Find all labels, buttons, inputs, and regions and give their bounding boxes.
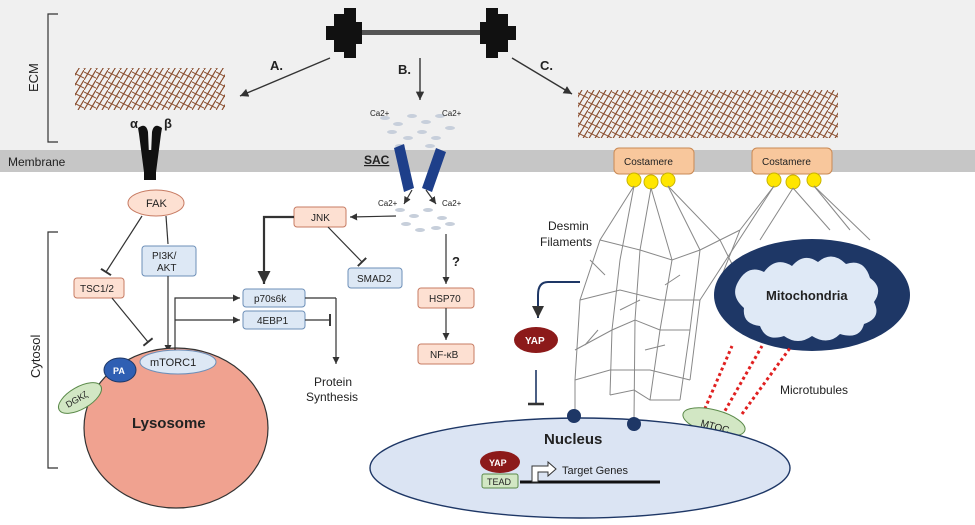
desmin-network <box>574 185 871 421</box>
tsc-box <box>73 277 125 299</box>
yap-nuclear <box>480 451 520 473</box>
sac-flow-right <box>425 189 437 205</box>
desmin-label-1: Desmin <box>548 219 589 233</box>
p70s6k-label: p70s6k <box>254 294 287 305</box>
lysosome <box>83 347 269 509</box>
nfkb-label: NF-κB <box>430 350 459 361</box>
mitochondria <box>714 239 910 351</box>
question-mark: ? <box>452 254 460 269</box>
ca-label-bottom-left: Ca2+ <box>378 199 398 208</box>
jnk-label: JNK <box>311 213 330 224</box>
pi3k-label-2: AKT <box>157 263 176 274</box>
nucleus-label: Nucleus <box>544 431 602 448</box>
smad2-box <box>347 267 403 289</box>
microtubules <box>698 345 792 421</box>
pi3k-label-1: PI3K/ <box>152 251 177 262</box>
label-a: A. <box>270 58 283 73</box>
calcium-cloud-bottom <box>395 208 455 232</box>
costamere-right <box>751 147 833 175</box>
sac-flow-left <box>403 189 413 205</box>
cytosol-bracket <box>47 231 58 469</box>
ecm-fibers-right <box>578 90 838 138</box>
smad2-label: SMAD2 <box>357 274 392 285</box>
yap-cytosolic-label: YAP <box>525 336 545 347</box>
hsp70-label: HSP70 <box>429 294 461 305</box>
costamere-right-label: Costamere <box>762 157 811 168</box>
target-genes-label: Target Genes <box>562 465 629 477</box>
ecm-fibers-left <box>75 68 225 110</box>
tsc-to-mtorc1 <box>111 297 154 347</box>
ca-to-jnk <box>349 213 397 221</box>
ca-label-top-left: Ca2+ <box>370 109 390 118</box>
integrin-receptor <box>138 125 162 180</box>
sac-label: SAC <box>364 153 390 167</box>
yap-nuclear-label: YAP <box>489 458 507 468</box>
label-c: C. <box>540 58 553 73</box>
mtorc1-label: mTORC1 <box>150 357 196 369</box>
ca-label-top-right: Ca2+ <box>442 109 462 118</box>
tead-box <box>481 473 519 489</box>
yap-cytosolic <box>514 327 558 353</box>
jnk-to-smad2 <box>327 226 367 267</box>
fak-label: FAK <box>146 198 167 210</box>
desmin-label-2: Filaments <box>540 235 592 249</box>
nuclear-anchor-right <box>627 417 641 431</box>
costamere-left-label: Costamere <box>624 157 673 168</box>
lysosome-label: Lysosome <box>132 415 206 432</box>
arrow-c <box>511 57 573 95</box>
alpha-label: α <box>130 116 138 131</box>
mitochondria-label: Mitochondria <box>766 288 848 303</box>
microtubules-label: Microtubules <box>780 383 848 397</box>
protein-synthesis-label-1: Protein <box>314 375 352 389</box>
tsc-label: TSC1/2 <box>80 284 114 295</box>
pa-node <box>103 357 137 383</box>
nuclear-anchor-left <box>567 409 581 423</box>
fak-node <box>127 189 185 217</box>
arrow-a <box>239 57 331 97</box>
fak-to-pi3k <box>165 215 169 245</box>
dgk-node <box>58 382 102 414</box>
costamere-left <box>613 147 695 175</box>
ecm-bracket <box>47 13 58 143</box>
tead-label: TEAD <box>487 477 512 487</box>
pi3k-box <box>141 245 197 277</box>
sac-channel <box>394 144 446 192</box>
jnk-to-p70s6k <box>257 215 294 284</box>
protein-synthesis-label-2: Synthesis <box>306 390 358 404</box>
desmin-to-yap <box>532 281 580 318</box>
mtorc1-node <box>139 349 217 375</box>
fak-to-tsc <box>100 215 143 277</box>
cytosol-label: Cytosol <box>28 335 43 378</box>
ecm-label: ECM <box>26 63 41 92</box>
beta-label: β <box>164 116 172 131</box>
transcription-arrow-icon <box>531 460 557 483</box>
nfkb-box <box>417 343 475 365</box>
4ebp1-label: 4EBP1 <box>257 316 289 327</box>
dumbbell-icon <box>326 8 516 58</box>
membrane-band <box>0 150 975 172</box>
costamere-nodes <box>626 172 822 190</box>
mtorc1-to-p70s6k <box>174 294 240 350</box>
membrane-label: Membrane <box>8 155 66 169</box>
label-b: B. <box>398 62 411 77</box>
ca-label-bottom-right: Ca2+ <box>442 199 462 208</box>
pa-label: PA <box>113 366 125 376</box>
